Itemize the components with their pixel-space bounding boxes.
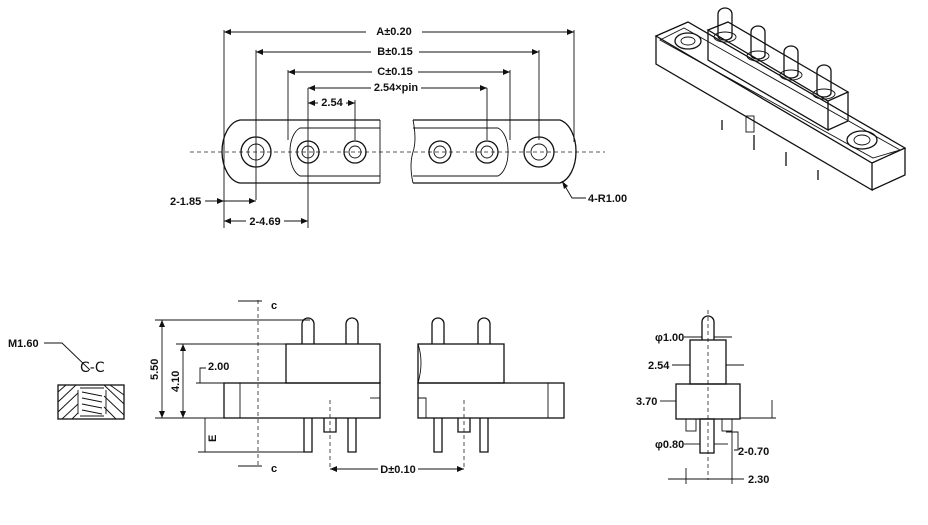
dim-radius-label: 4-R1.00 [588, 193, 627, 205]
front-pin-4 [477, 317, 491, 344]
iso-hole-left [674, 32, 702, 50]
upper-width-label: 2.54 [648, 360, 670, 372]
section-cc: M1.60 C-C [8, 338, 125, 420]
front-boss-left [285, 343, 381, 384]
height-total-label: 5.50 [149, 359, 161, 380]
section-thread [81, 391, 103, 415]
tip-dia-label: φ1.00 [655, 332, 684, 344]
dim-pitch-pin-label: 2.54×pin [374, 82, 419, 94]
iso-pin-4-collar [812, 88, 836, 100]
iso-boss-side [827, 92, 849, 131]
iso-base-bevel [659, 27, 902, 159]
iso-pin-2-collar [746, 50, 770, 62]
side-view: φ1.00 2.54 3.70 φ0.80 2-0.70 2.30 [636, 310, 776, 486]
pin-2-inner [348, 145, 362, 159]
dim-edge-label: 2-1.85 [170, 196, 201, 208]
isometric-view [654, 7, 907, 192]
pin-2 [343, 140, 367, 164]
top-body-left [221, 119, 380, 184]
iso-base-side [871, 148, 906, 191]
pin-3-inner [433, 145, 447, 159]
front-pin-1 [301, 317, 315, 344]
pin-4 [475, 140, 499, 164]
pin-4-inner [480, 145, 494, 159]
tail-dia-label: φ0.80 [655, 439, 684, 451]
front-view: c c 5.50 4.10 [149, 300, 565, 476]
pin-3 [428, 140, 452, 164]
section-hatch [57, 384, 125, 420]
base-height-label: 3.70 [636, 396, 657, 408]
iso-hole-right-inner [853, 134, 871, 146]
top-view: A±0.20 B±0.15 C±0.15 2.54×pin 2.54 2-1.8… [170, 25, 627, 228]
side-pin-tip [701, 315, 715, 340]
section-title: C-C [80, 360, 105, 376]
dim-pitch-label: 2.54 [321, 97, 343, 109]
radius-leader [561, 180, 586, 199]
dim-a-label: A±0.20 [376, 26, 411, 38]
iso-hole-left-inner [680, 36, 696, 46]
iso-pin-2 [750, 25, 766, 60]
top-body-right [413, 119, 577, 184]
iso-boss-front [707, 30, 829, 132]
iso-notch [745, 115, 755, 133]
top-boss-right [413, 127, 509, 177]
iso-pin-4 [816, 64, 832, 98]
cut-label-bottom: c [271, 463, 277, 475]
tail-label: E [207, 435, 219, 442]
front-base-right [417, 382, 565, 419]
dim-hole-label: 2-4.69 [249, 216, 280, 228]
front-pin-2 [345, 317, 359, 344]
mount-hole-right-inner [530, 143, 548, 161]
top-boss-left [289, 127, 380, 177]
step-label: 2.00 [208, 361, 229, 373]
height-body-label: 4.10 [170, 371, 182, 392]
thread-leader [44, 342, 91, 371]
tail-offset-label: 2.30 [748, 474, 769, 486]
section-bore [77, 387, 107, 417]
thread-label: M1.60 [8, 338, 39, 350]
iso-pin-3 [783, 45, 799, 79]
top-break-right [410, 119, 416, 184]
side-tail [699, 418, 715, 454]
front-pin-3 [431, 317, 445, 344]
tail-pitch-label: 2-0.70 [738, 446, 769, 458]
cut-label-top: c [271, 300, 277, 312]
front-boss-right [417, 343, 505, 384]
iso-pin-3-collar [779, 69, 803, 81]
front-base-left [223, 382, 381, 419]
dim-d-label: D±0.10 [380, 464, 415, 476]
iso-pin-1-collar [713, 31, 737, 43]
dim-b-label: B±0.15 [377, 46, 412, 58]
iso-base-front [655, 36, 873, 192]
dim-c-label: C±0.15 [377, 66, 412, 78]
iso-pin-1 [717, 7, 733, 41]
iso-hole-right [846, 130, 878, 150]
